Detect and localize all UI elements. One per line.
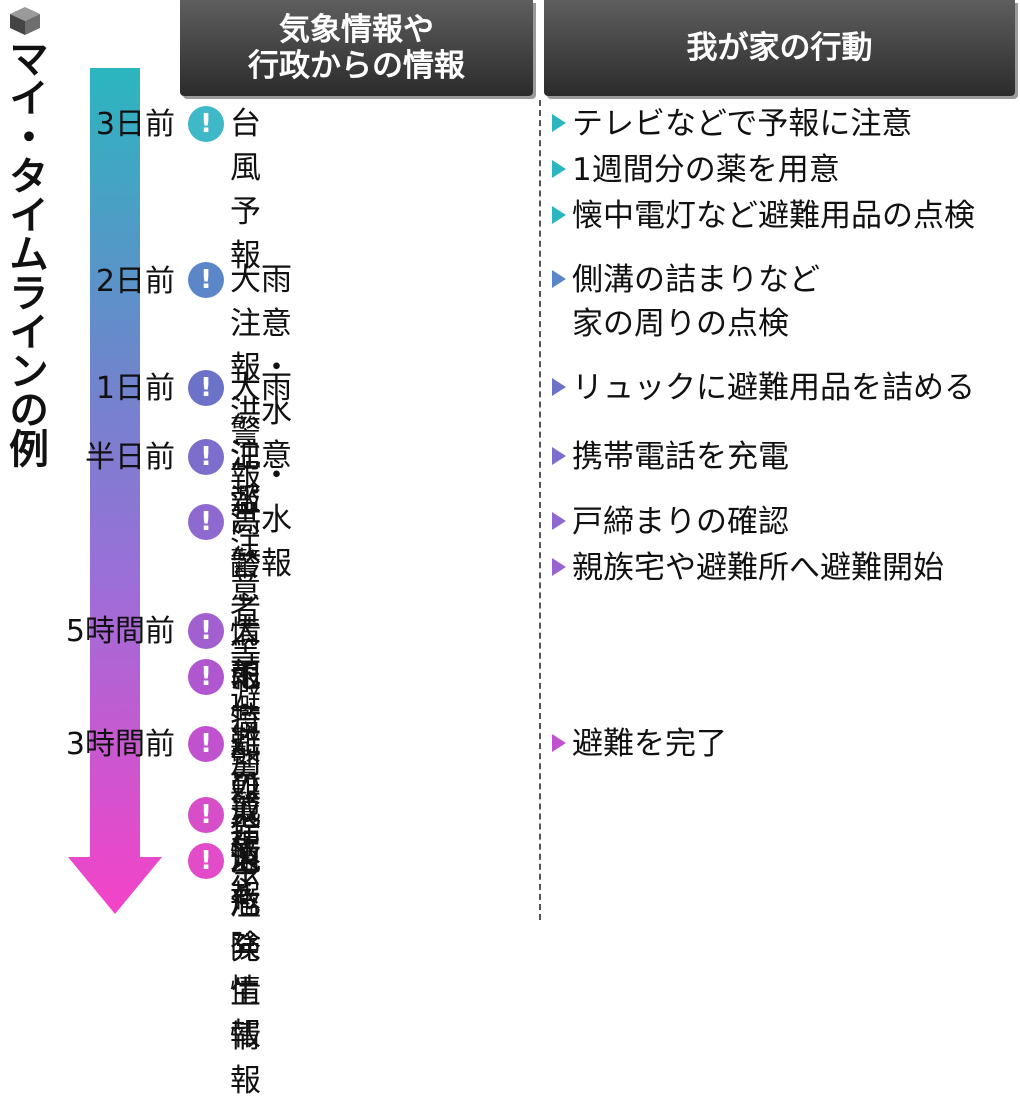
action-text: 懐中電灯など避難用品の点検 — [572, 198, 975, 234]
info-text: 大雨注意報・ 洪水注意報 — [230, 262, 292, 518]
exclamation-circle-icon: ! — [188, 504, 224, 540]
action-text: 親族宅や避難所へ避難開始 — [572, 550, 944, 586]
action-text: 避難を完了 — [572, 726, 727, 762]
triangle-bullet-icon — [552, 378, 566, 396]
exclamation-circle-icon: ! — [188, 797, 224, 833]
exclamation-circle-icon: ! — [188, 370, 224, 406]
info-text: 大雨警報・洪水警報 — [230, 370, 292, 582]
triangle-bullet-icon — [552, 447, 566, 465]
action-text: 1週間分の薬を用意 — [572, 152, 840, 188]
triangle-bullet-icon — [552, 512, 566, 530]
info-text: 台風予報 — [230, 106, 261, 274]
logo-cube-icon — [10, 7, 40, 35]
info-text: 氾濫警戒情報 — [230, 659, 261, 915]
info-text: 大雨特別警報 — [230, 613, 261, 869]
time-label: 1日前 — [95, 371, 175, 406]
header-weather-info: 気象情報や 行政からの情報 — [180, 0, 533, 96]
triangle-bullet-icon — [552, 734, 566, 752]
timeline-arrow — [68, 68, 162, 914]
action-text: リュックに避難用品を詰める — [572, 370, 975, 406]
column-divider — [539, 100, 541, 920]
time-label: 半日前 — [85, 440, 175, 475]
info-text: 避難指示 — [230, 726, 261, 894]
time-label: 3時間前 — [65, 727, 175, 762]
action-text: 側溝の詰まりなど 家の周りの点検 — [572, 262, 820, 342]
info-text: 氾濫注意情報 — [230, 439, 261, 695]
exclamation-circle-icon: ! — [188, 659, 224, 695]
action-text: 戸締まりの確認 — [572, 504, 789, 540]
info-text: 高齢者等避難 の発令 — [230, 504, 261, 892]
diagram-title: マイ・タイムラインの例 — [2, 38, 48, 467]
exclamation-circle-icon: ! — [188, 262, 224, 298]
triangle-bullet-icon — [552, 160, 566, 178]
action-text: 携帯電話を充電 — [572, 439, 789, 475]
triangle-bullet-icon — [552, 270, 566, 288]
exclamation-circle-icon: ! — [188, 843, 224, 879]
time-label: 5時間前 — [65, 614, 175, 649]
exclamation-circle-icon: ! — [188, 439, 224, 475]
info-text: 氾濫発生情報 — [230, 843, 261, 1099]
triangle-bullet-icon — [552, 558, 566, 576]
triangle-bullet-icon — [552, 114, 566, 132]
exclamation-circle-icon: ! — [188, 726, 224, 762]
exclamation-circle-icon: ! — [188, 106, 224, 142]
time-label: 3日前 — [95, 107, 175, 142]
triangle-bullet-icon — [552, 206, 566, 224]
exclamation-circle-icon: ! — [188, 613, 224, 649]
action-text: テレビなどで予報に注意 — [572, 106, 913, 142]
header-family-actions: 我が家の行動 — [544, 0, 1015, 96]
time-label: 2日前 — [95, 264, 175, 299]
